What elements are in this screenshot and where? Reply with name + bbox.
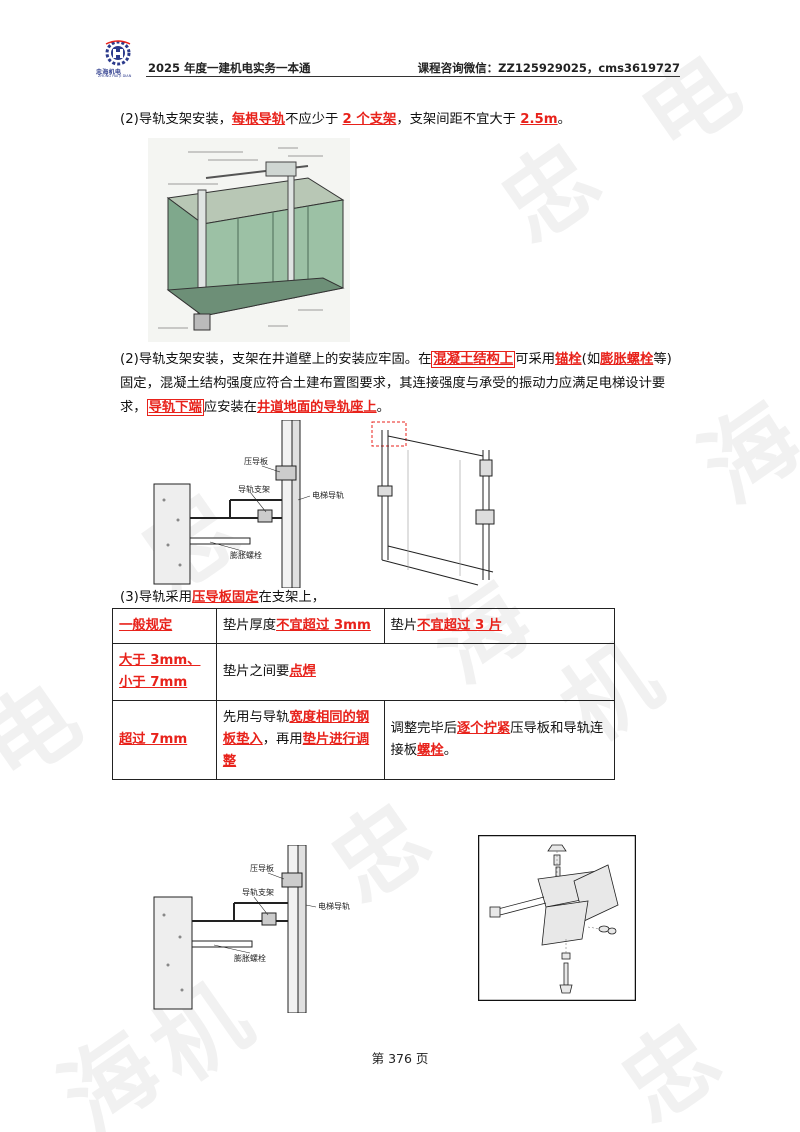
text-run: 应安装在 <box>203 400 257 415</box>
text-run: (如 <box>581 352 601 367</box>
text-run: 不应少于 <box>285 112 343 127</box>
rail-bracket-section-figure-2: 压导板 导轨支架 电梯导轨 膨胀螺栓 <box>153 845 350 1013</box>
text-run: (2)导轨支架安装， <box>120 112 232 127</box>
text-run: 。 <box>376 400 390 415</box>
label-rail: 电梯导轨 <box>312 490 344 500</box>
cell-text: 垫片厚度 <box>222 618 277 633</box>
text-run: 。 <box>557 112 571 127</box>
table-cell: 调整完毕后逐个拧紧压导板和导轨连接板螺栓。 <box>383 700 616 780</box>
highlight-text: 混凝土结构上 <box>431 351 516 368</box>
row-label: 超过 7mm <box>119 732 188 747</box>
text-run: ，支架间距不宜大于 <box>396 112 521 127</box>
paragraph-press-plate: (3)导轨采用压导板固定在支架上， <box>120 586 685 610</box>
label-rail: 电梯导轨 <box>318 901 350 911</box>
label-press-plate: 压导板 <box>244 456 268 466</box>
cell-text: 调整完毕后 <box>390 721 458 736</box>
logo-en-text: ZHONG HAI JI DIAN <box>98 74 132 78</box>
watermark: 海 <box>681 382 800 524</box>
highlight-text: 点焊 <box>289 664 316 679</box>
table-row: 超过 7mm 先用与导轨宽度相同的钢板垫入，再用垫片进行调整 调整完毕后逐个拧紧… <box>112 700 616 780</box>
label-bolt: 膨胀螺栓 <box>230 550 262 560</box>
highlight-text: 不宜超过 3mm <box>276 618 371 633</box>
label-press-plate: 压导板 <box>250 863 274 873</box>
cell-text: 垫片之间要 <box>222 664 290 679</box>
table-cell: 垫片之间要点焊 <box>215 643 616 701</box>
shim-rules-table: 一般规定 垫片厚度不宜超过 3mm 垫片不宜超过 3 片 大于 3mm、小于 7… <box>112 608 616 780</box>
shaft-rail-perspective-figure <box>371 421 495 586</box>
gear-logo-icon <box>105 40 131 66</box>
elevator-car-figure <box>148 138 350 342</box>
highlight-text: 垫片进行调整 <box>222 732 370 769</box>
table-cell: 先用与导轨宽度相同的钢板垫入，再用垫片进行调整 <box>215 700 385 780</box>
table-row: 一般规定 垫片厚度不宜超过 3mm 垫片不宜超过 3 片 <box>112 608 616 644</box>
bracket-exploded-assembly-figure <box>478 835 636 1001</box>
highlight-text: 螺栓 <box>417 743 444 758</box>
page-header: 忠海机电 ZHONG HAI JI DIAN 2025 年度一建机电实务一本通 … <box>96 40 680 78</box>
highlight-text: 2.5m <box>520 112 558 127</box>
table-cell: 一般规定 <box>112 608 217 644</box>
text-run: 可采用 <box>515 352 556 367</box>
row-label: 一般规定 <box>119 618 173 633</box>
cell-text: ，再用 <box>262 732 303 747</box>
paragraph-rail-bracket-count: (2)导轨支架安装，每根导轨不应少于 2 个支架，支架间距不宜大于 2.5m。 <box>120 108 685 132</box>
table-cell: 超过 7mm <box>112 700 217 780</box>
text-run: 等)固定，混凝土结构强度应符合土建布置图要求，其连接强度与承受的振动力应满足电梯… <box>120 352 672 415</box>
highlight-text: 锚栓 <box>555 352 582 367</box>
page-number: 第 376 页 <box>371 1051 429 1066</box>
contact-info: 课程咨询微信：ZZ125929025，cms3619727 <box>417 61 680 75</box>
text-run: 在支架上， <box>258 590 325 605</box>
table-cell: 大于 3mm、小于 7mm <box>112 643 217 701</box>
text-run: (2)导轨支架安装，支架在井道壁上的安装应牢固。在 <box>120 352 432 367</box>
row-label: 小于 7mm <box>119 675 188 690</box>
table-cell: 垫片不宜超过 3 片 <box>383 608 616 644</box>
watermark: 电 <box>0 662 99 804</box>
row-label: 大于 3mm、 <box>119 653 201 668</box>
highlight-text: 2 个支架 <box>342 112 397 127</box>
table-cell: 垫片厚度不宜超过 3mm <box>215 608 385 644</box>
cell-text: 垫片 <box>390 618 418 633</box>
document-title: 2025 年度一建机电实务一本通 <box>148 61 311 75</box>
table-row: 大于 3mm、小于 7mm 垫片之间要点焊 <box>112 643 616 701</box>
cell-text: 先用与导轨 <box>222 710 290 725</box>
highlight-text: 井道地面的导轨座上 <box>256 400 377 415</box>
logo-text: 忠海机电 <box>96 69 122 76</box>
highlight-text: 压导板固定 <box>192 590 259 605</box>
highlight-text: 导轨下端 <box>146 399 204 416</box>
highlight-text: 不宜超过 3 片 <box>417 618 503 633</box>
label-bolt: 膨胀螺栓 <box>234 953 266 963</box>
header-rule <box>146 76 680 77</box>
highlight-text: 宽度相同的钢板垫入 <box>222 710 370 747</box>
label-bracket: 导轨支架 <box>242 887 274 897</box>
cell-text: 。 <box>443 743 458 758</box>
text-run: (3)导轨采用 <box>120 590 193 605</box>
highlight-text: 逐个拧紧 <box>457 721 511 736</box>
highlight-text: 膨胀螺栓 <box>600 352 654 367</box>
rail-bracket-section-figure: 压导板 导轨支架 电梯导轨 膨胀螺栓 <box>153 420 344 588</box>
highlight-text: 每根导轨 <box>231 112 286 127</box>
paragraph-bracket-installation: (2)导轨支架安装，支架在井道壁上的安装应牢固。在混凝土结构上可采用锚栓(如膨胀… <box>120 348 685 420</box>
label-bracket: 导轨支架 <box>238 484 270 494</box>
cell-text: 压导板和导轨连接板 <box>390 721 604 758</box>
